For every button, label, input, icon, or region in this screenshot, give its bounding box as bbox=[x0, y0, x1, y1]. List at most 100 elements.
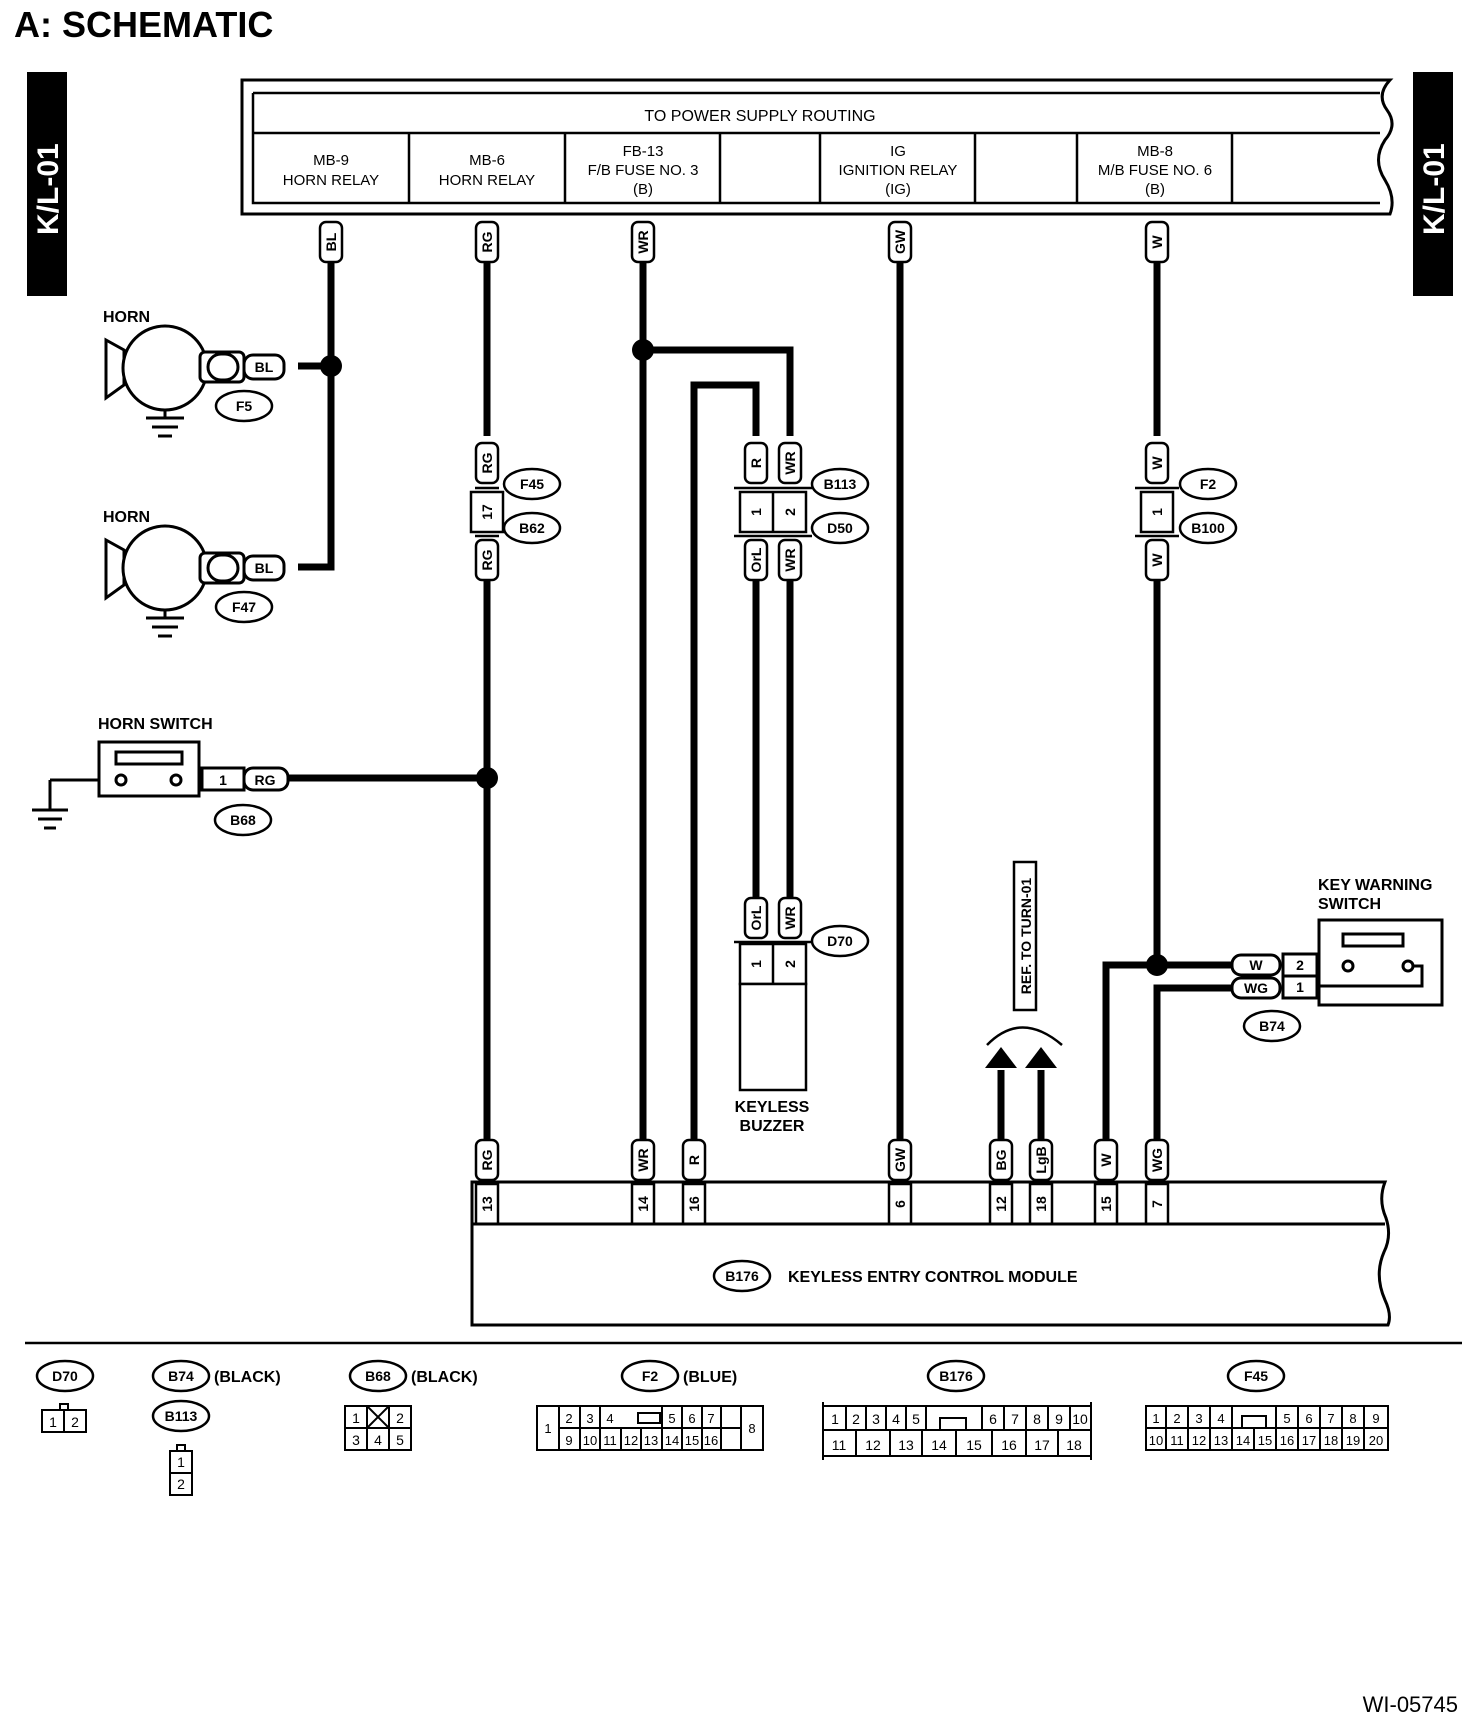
conn-b176-label: B176 bbox=[725, 1268, 759, 1284]
cell-2-line1: FB-13 bbox=[623, 143, 664, 160]
legend-f45-badge bbox=[1226, 1359, 1286, 1393]
legend-f45-p13: 13 bbox=[1214, 1433, 1228, 1448]
mod-pin-14: 14 bbox=[635, 1196, 651, 1212]
mod-tag-r: R bbox=[686, 1155, 702, 1165]
conn-b113-badge bbox=[810, 467, 870, 501]
legend-f2-label: F2 bbox=[642, 1368, 659, 1384]
conn-b74-label: B74 bbox=[1259, 1018, 1285, 1034]
figure-id: WI-05745 bbox=[1363, 1692, 1458, 1717]
legend-f45-p14: 14 bbox=[1236, 1433, 1250, 1448]
d70-tag-wr: WR bbox=[782, 906, 798, 929]
legend-b68-badge bbox=[348, 1359, 408, 1393]
conn-b113-label: B113 bbox=[824, 476, 857, 492]
legend-b176-p2: 2 bbox=[852, 1411, 860, 1427]
conn-f2-badge bbox=[1178, 467, 1238, 501]
legend-f2-color: (BLUE) bbox=[683, 1369, 737, 1386]
legend-d70-pin1: 1 bbox=[49, 1414, 57, 1430]
legend-b176-p15: 15 bbox=[966, 1437, 982, 1453]
legend-f45-p2: 2 bbox=[1173, 1411, 1180, 1426]
conn-b68-label: B68 bbox=[230, 812, 256, 828]
conn-f2-b100 bbox=[1135, 441, 1179, 582]
b113-tag-wr: WR bbox=[782, 451, 798, 474]
cell-4-line1: IG bbox=[890, 143, 906, 160]
legend-f45-p7: 7 bbox=[1327, 1411, 1334, 1426]
horn-switch-label: HORN SWITCH bbox=[98, 716, 213, 733]
cell-2-line3: (B) bbox=[633, 181, 653, 198]
conn-b176-badge bbox=[712, 1259, 772, 1293]
legend-f45-p4: 4 bbox=[1217, 1411, 1224, 1426]
mod-pin-13: 13 bbox=[479, 1196, 495, 1212]
legend-f2-p12: 12 bbox=[624, 1433, 638, 1448]
mod-pin-7: 7 bbox=[1149, 1200, 1165, 1208]
legend-b176-p11: 11 bbox=[832, 1437, 847, 1453]
legend-b176-p1: 1 bbox=[831, 1411, 839, 1427]
key-warning-label-1: KEY WARNING bbox=[1318, 877, 1432, 894]
legend-d70-shape bbox=[41, 1403, 87, 1433]
cell-1-line2: HORN RELAY bbox=[439, 172, 535, 189]
legend-f45-p3: 3 bbox=[1195, 1411, 1202, 1426]
legend-f45-p10: 10 bbox=[1149, 1433, 1163, 1448]
f45-tag-rg-upper: RG bbox=[479, 452, 495, 473]
power-box-title: TO POWER SUPPLY ROUTING bbox=[644, 108, 875, 125]
kw-pin-2: 2 bbox=[1296, 957, 1304, 973]
keyless-entry-module bbox=[470, 1180, 1391, 1327]
kw-tag-wg: WG bbox=[1244, 980, 1268, 996]
ref-turn-label: REF. TO TURN-01 bbox=[1018, 878, 1034, 995]
legend-f2-p8: 8 bbox=[748, 1421, 755, 1436]
legend-f45-shape bbox=[1145, 1405, 1389, 1451]
d50-tag-wr: WR bbox=[782, 548, 798, 571]
horn-1 bbox=[104, 324, 286, 438]
side-tab-left-label: K/L-01 bbox=[32, 143, 65, 235]
mod-pin-12: 12 bbox=[993, 1196, 1009, 1212]
mod-pin-15: 15 bbox=[1098, 1196, 1114, 1212]
mod-tag-bg: BG bbox=[993, 1149, 1009, 1170]
legend-f45-p20: 20 bbox=[1369, 1433, 1383, 1448]
side-tab-left: K/L-01 bbox=[27, 72, 67, 296]
page-title: A: SCHEMATIC bbox=[14, 4, 273, 45]
legend-b68-color: (BLACK) bbox=[411, 1369, 478, 1386]
kw-tag-w: W bbox=[1249, 957, 1263, 973]
wires bbox=[285, 258, 1232, 1142]
horn-1-wire-bl: BL bbox=[255, 359, 274, 375]
legend-f45-p18: 18 bbox=[1324, 1433, 1338, 1448]
legend-b74-pin2: 2 bbox=[177, 1476, 185, 1492]
conn-d50-label: D50 bbox=[827, 520, 853, 536]
mod-tag-w: W bbox=[1098, 1153, 1114, 1167]
legend-b74-pin1: 1 bbox=[177, 1454, 185, 1470]
horn-1-label: HORN bbox=[103, 309, 150, 326]
b113-tag-r: R bbox=[748, 458, 764, 468]
f2-tag-w-lower: W bbox=[1149, 553, 1165, 567]
legend-b113-badge bbox=[151, 1399, 211, 1433]
cell-6-line1: MB-8 bbox=[1137, 143, 1173, 160]
b113-pin-1: 1 bbox=[748, 508, 764, 516]
conn-f45-label: F45 bbox=[520, 476, 544, 492]
mod-tag-wr: WR bbox=[635, 1148, 651, 1171]
conn-b113-d50 bbox=[734, 441, 812, 582]
keyless-buzzer bbox=[734, 896, 812, 1092]
f2-tag-w-upper: W bbox=[1149, 456, 1165, 470]
conn-b62-badge bbox=[502, 511, 562, 545]
tag-bl-top: BL bbox=[323, 232, 339, 251]
wire-tags-top bbox=[318, 220, 1170, 264]
conn-b74-badge bbox=[1242, 1009, 1302, 1043]
kw-pin-1: 1 bbox=[1296, 979, 1304, 995]
mod-pin-18: 18 bbox=[1033, 1196, 1049, 1212]
legend-f45-p8: 8 bbox=[1349, 1411, 1356, 1426]
legend-f45-p1: 1 bbox=[1152, 1411, 1159, 1426]
legend-b68-pin2: 2 bbox=[396, 1410, 404, 1426]
legend-f2-badge bbox=[620, 1359, 680, 1393]
legend-f45-p17: 17 bbox=[1302, 1433, 1316, 1448]
legend-b68-pin1: 1 bbox=[352, 1410, 360, 1426]
cell-1-line1: MB-6 bbox=[469, 152, 505, 169]
legend-f2-p3: 3 bbox=[586, 1411, 593, 1426]
conn-b100-label: B100 bbox=[1191, 520, 1225, 536]
horn-2 bbox=[104, 524, 286, 638]
legend-f45-p11: 11 bbox=[1170, 1433, 1184, 1448]
legend-f2-shape bbox=[536, 1405, 764, 1451]
legend-b176-p18: 18 bbox=[1066, 1437, 1082, 1453]
mod-tag-gw: GW bbox=[892, 1147, 908, 1172]
legend-f2-p13: 13 bbox=[644, 1433, 658, 1448]
legend-b68-pin5: 5 bbox=[396, 1432, 404, 1448]
conn-d70-badge bbox=[810, 924, 870, 958]
